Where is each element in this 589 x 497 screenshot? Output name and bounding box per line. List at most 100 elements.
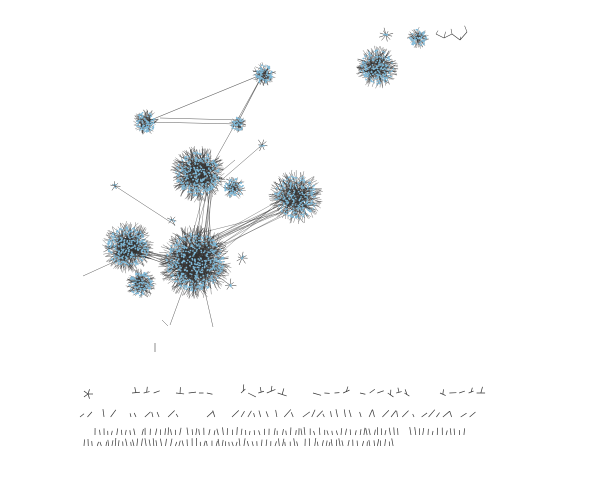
graph-edge: [318, 427, 321, 436]
graph-node: [368, 53, 371, 55]
graph-node: [122, 255, 125, 257]
graph-node: [282, 184, 284, 187]
graph-node: [116, 229, 119, 232]
graph-node: [188, 188, 191, 190]
graph-node: [276, 194, 279, 197]
graph-node: [210, 161, 213, 164]
graph-node: [173, 220, 176, 223]
graph-node: [191, 288, 193, 290]
graph-node: [121, 228, 124, 231]
graph-node: [194, 282, 196, 285]
graph-node: [131, 253, 134, 255]
graph-node: [202, 281, 205, 284]
graph-node: [109, 246, 112, 249]
graph-node: [149, 126, 152, 129]
graph-node: [303, 212, 306, 214]
graph-edge: [312, 392, 322, 396]
graph-node: [134, 233, 137, 236]
graph-node: [135, 281, 137, 283]
graph-node: [116, 249, 118, 252]
graph-node: [149, 113, 152, 116]
graph-node: [143, 271, 146, 274]
graph-node: [124, 230, 126, 233]
graph-node: [230, 191, 232, 194]
graph-node: [383, 51, 386, 54]
graph-node: [146, 115, 149, 118]
graph-edge: [108, 230, 121, 237]
graph-node: [128, 246, 131, 249]
graph-node: [227, 185, 229, 188]
graph-edge: [198, 273, 212, 282]
graph-node: [371, 73, 374, 76]
graph-node: [194, 169, 197, 172]
graph-node: [181, 179, 184, 182]
graph-node: [306, 197, 309, 200]
graph-node: [126, 244, 129, 247]
graph-node: [131, 236, 134, 239]
graph-edge: [124, 429, 127, 436]
graph-edge: [217, 438, 220, 447]
graph-node: [185, 185, 188, 188]
graph-node: [204, 282, 207, 285]
graph-node: [138, 117, 141, 119]
graph-node: [266, 79, 269, 82]
graph-node: [283, 187, 286, 190]
graph-edge: [379, 34, 387, 38]
graph-edge: [83, 390, 89, 395]
graph-node: [234, 124, 236, 127]
graph-node: [145, 123, 148, 126]
graph-edge: [431, 430, 434, 436]
graph-node: [114, 246, 117, 249]
graph-edge: [435, 30, 439, 35]
graph-edge: [111, 226, 121, 252]
graph-node: [184, 159, 187, 161]
graph-node: [133, 283, 136, 286]
graph-node: [134, 229, 136, 231]
graph-edge: [215, 440, 218, 447]
graph-node: [197, 173, 200, 176]
graph-node: [232, 189, 234, 192]
graph-node: [176, 254, 179, 256]
graph-edge: [119, 245, 146, 255]
graph-node: [300, 187, 303, 190]
graph-node: [198, 237, 200, 239]
graph-node: [380, 78, 383, 80]
graph-edge: [443, 31, 446, 39]
graph-node: [365, 61, 368, 63]
graph-edge: [396, 410, 398, 418]
graph-node: [265, 75, 268, 78]
graph-node: [110, 258, 113, 261]
graph-node: [202, 183, 205, 185]
graph-edge: [313, 430, 316, 436]
graph-node: [169, 219, 172, 221]
graph-node: [140, 285, 143, 288]
graph-node: [218, 264, 220, 267]
graph-node: [116, 237, 119, 240]
graph-node: [259, 145, 261, 147]
graph-node: [107, 248, 110, 251]
graph-node: [202, 279, 204, 282]
graph-node: [175, 257, 177, 260]
graph-node: [192, 265, 195, 268]
graph-node: [286, 178, 288, 181]
graph-node: [215, 178, 218, 181]
graph-edge: [192, 249, 198, 297]
graph-node: [176, 250, 178, 252]
graph-node: [309, 188, 312, 191]
graph-node: [145, 285, 148, 288]
graph-node: [144, 127, 147, 129]
graph-node: [217, 176, 220, 178]
graph-node: [132, 246, 135, 249]
graph-node: [216, 269, 219, 271]
graph-node: [146, 129, 149, 132]
graph-edge: [316, 441, 319, 447]
graph-node: [112, 238, 115, 240]
graph-node: [229, 188, 231, 191]
graph-node: [176, 271, 179, 274]
graph-node: [207, 259, 210, 261]
graph-edge: [144, 411, 151, 418]
graph-node: [201, 266, 204, 269]
graph-node: [388, 56, 390, 59]
graph-node: [137, 121, 140, 124]
graph-node: [379, 56, 382, 59]
